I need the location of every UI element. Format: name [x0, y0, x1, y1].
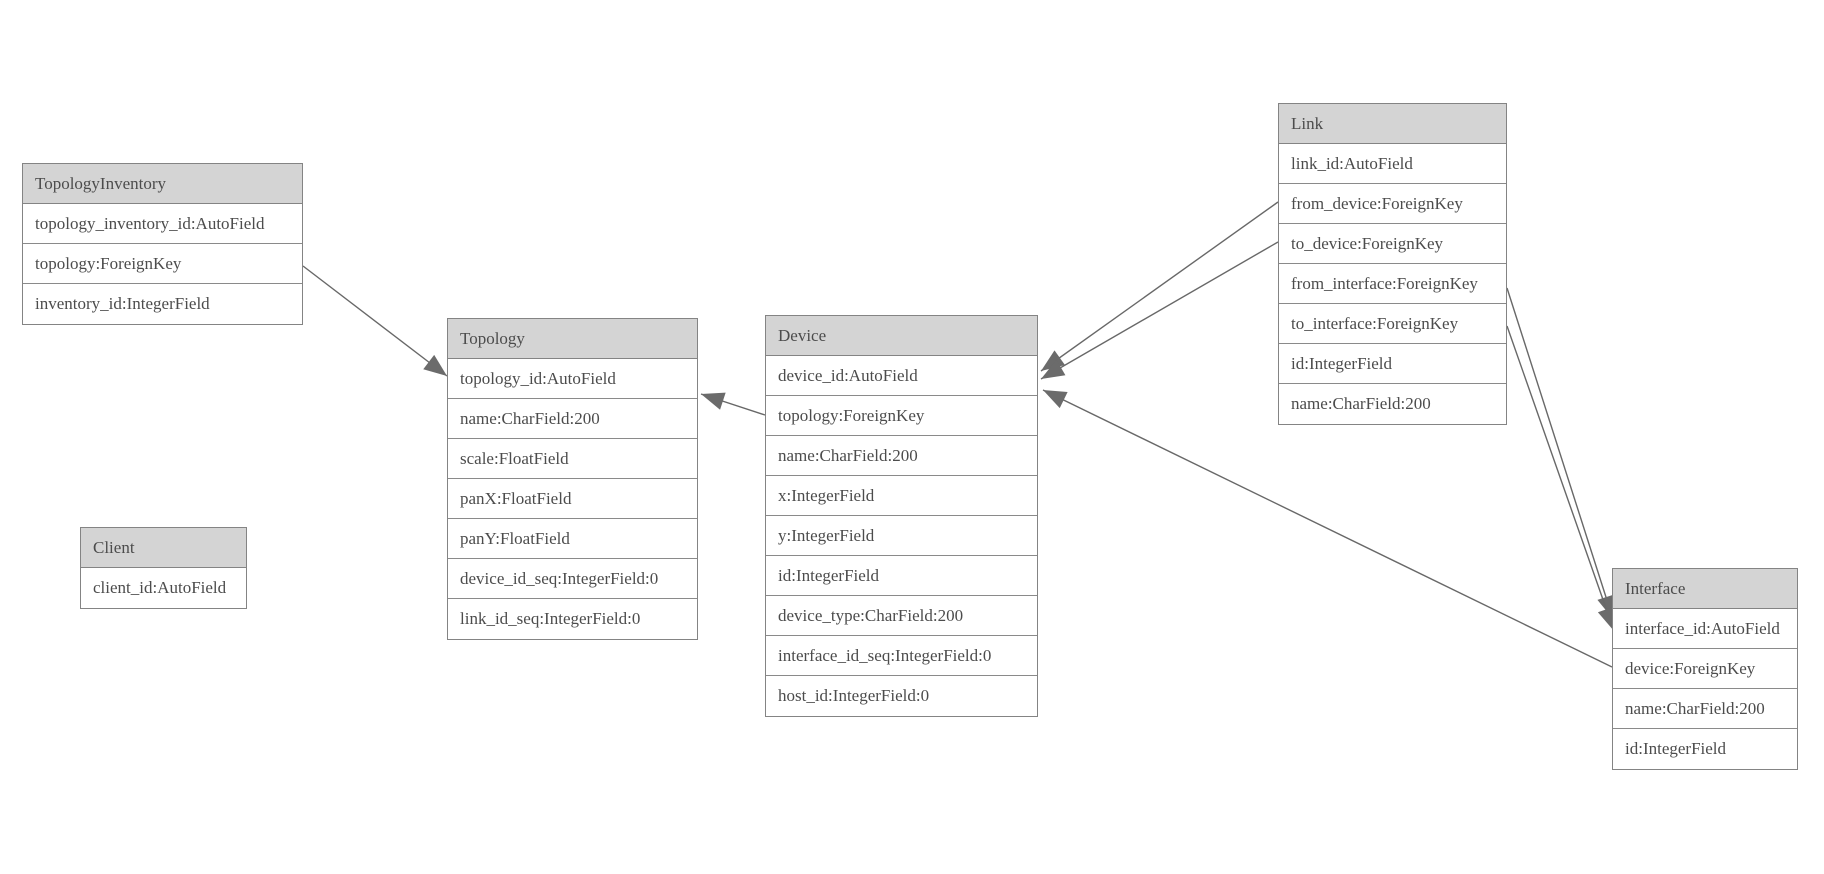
edge-link-from-device--device-device-id — [1040, 201, 1279, 372]
entity-field: y:IntegerField — [766, 516, 1037, 556]
entity-field: inventory_id:IntegerField — [35, 294, 210, 313]
entity-field: to_interface:ForeignKey — [1279, 304, 1506, 344]
entity-title: Topology — [448, 319, 697, 359]
entity-field: name:CharField:200 — [1291, 394, 1431, 413]
entity-field: id:IntegerField — [1279, 344, 1506, 384]
entity-field: from_interface:ForeignKey — [1279, 264, 1506, 304]
entity-field: name:CharField:200 — [766, 436, 1037, 476]
entity-field: id:IntegerField — [1625, 739, 1727, 758]
edge-interface-device--device-device-id — [1042, 389, 1613, 668]
entity-title: Client — [81, 528, 246, 568]
entity-field: panX:FloatField — [448, 479, 697, 519]
edge-link-to-device--device-device-id — [1040, 241, 1279, 380]
edge-device-topology--topology-topology-id — [700, 392, 766, 416]
entity-field: topology:ForeignKey — [23, 244, 302, 284]
edge-topologyinventory-topology--topology-topology-id — [302, 265, 448, 377]
entity-title: Link — [1279, 104, 1506, 144]
entity-field: topology:ForeignKey — [766, 396, 1037, 436]
entity-field: topology_id:AutoField — [448, 359, 697, 399]
entity-title: TopologyInventory — [23, 164, 302, 204]
entity-field: panY:FloatField — [448, 519, 697, 559]
entity-field: x:IntegerField — [766, 476, 1037, 516]
entity-title: Interface — [1613, 569, 1797, 609]
entity-title: Device — [766, 316, 1037, 356]
entity-field: link_id_seq:IntegerField:0 — [460, 609, 641, 628]
entity-field: interface_id:AutoField — [1613, 609, 1797, 649]
entity-field: device:ForeignKey — [1613, 649, 1797, 689]
entity-field: client_id:AutoField — [93, 578, 227, 597]
entity-client: Client client_id:AutoField — [80, 527, 247, 609]
entity-field: interface_id_seq:IntegerField:0 — [766, 636, 1037, 676]
entity-field: link_id:AutoField — [1279, 144, 1506, 184]
edge-link-to-interface--interface-interface-id — [1506, 325, 1615, 632]
entity-field: name:CharField:200 — [1613, 689, 1797, 729]
entity-field: name:CharField:200 — [448, 399, 697, 439]
edge-link-from-interface--interface-interface-id — [1506, 287, 1615, 620]
entity-field: scale:FloatField — [448, 439, 697, 479]
entity-field: id:IntegerField — [766, 556, 1037, 596]
entity-field: device_id_seq:IntegerField:0 — [448, 559, 697, 599]
entity-field: device_id:AutoField — [766, 356, 1037, 396]
entity-field: device_type:CharField:200 — [766, 596, 1037, 636]
entity-field: topology_inventory_id:AutoField — [23, 204, 302, 244]
entity-field: to_device:ForeignKey — [1279, 224, 1506, 264]
entity-field: host_id:IntegerField:0 — [778, 686, 930, 705]
entity-field: from_device:ForeignKey — [1279, 184, 1506, 224]
